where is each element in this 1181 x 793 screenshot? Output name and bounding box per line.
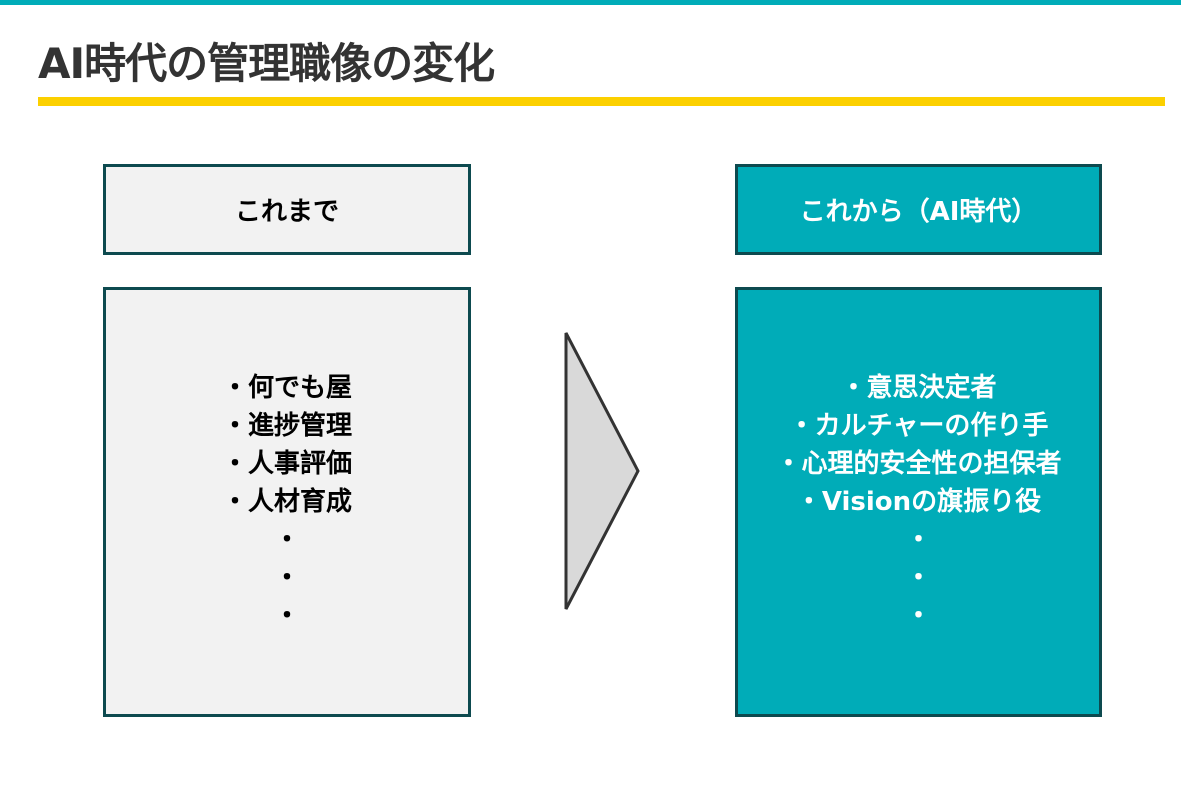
before-list-box: ・何でも屋 ・進捗管理 ・人事評価 ・人材育成 ・ ・ ・ [103, 287, 471, 717]
list-item: ・カルチャーの作り手 [788, 411, 1049, 441]
after-header-label: これから（AI時代） [799, 197, 1038, 227]
before-header-box: これまで [103, 164, 471, 255]
after-list: ・意思決定者 ・カルチャーの作り手 ・心理的安全性の担保者 ・Visionの旗振… [775, 369, 1061, 635]
top-accent-bar [0, 0, 1181, 5]
list-item: ・Visionの旗振り役 [795, 487, 1042, 517]
after-header-box: これから（AI時代） [735, 164, 1102, 255]
list-item: ・意思決定者 [840, 373, 997, 403]
list-item: ・進捗管理 [221, 411, 352, 441]
list-item: ・何でも屋 [221, 373, 352, 403]
arrow-right-icon [564, 332, 640, 610]
list-item: ・心理的安全性の担保者 [775, 449, 1062, 479]
list-item: ・人事評価 [221, 449, 352, 479]
after-list-box: ・意思決定者 ・カルチャーの作り手 ・心理的安全性の担保者 ・Visionの旗振… [735, 287, 1102, 717]
title-underline [38, 97, 1165, 106]
list-item: ・ [905, 601, 932, 631]
list-item: ・ [273, 601, 300, 631]
list-item: ・人材育成 [221, 487, 352, 517]
before-header-label: これまで [234, 197, 339, 227]
list-item: ・ [905, 525, 932, 555]
page-title: AI時代の管理職像の変化 [38, 39, 495, 88]
list-item: ・ [273, 525, 300, 555]
list-item: ・ [905, 563, 932, 593]
list-item: ・ [273, 563, 300, 593]
before-list: ・何でも屋 ・進捗管理 ・人事評価 ・人材育成 ・ ・ ・ [222, 369, 352, 635]
